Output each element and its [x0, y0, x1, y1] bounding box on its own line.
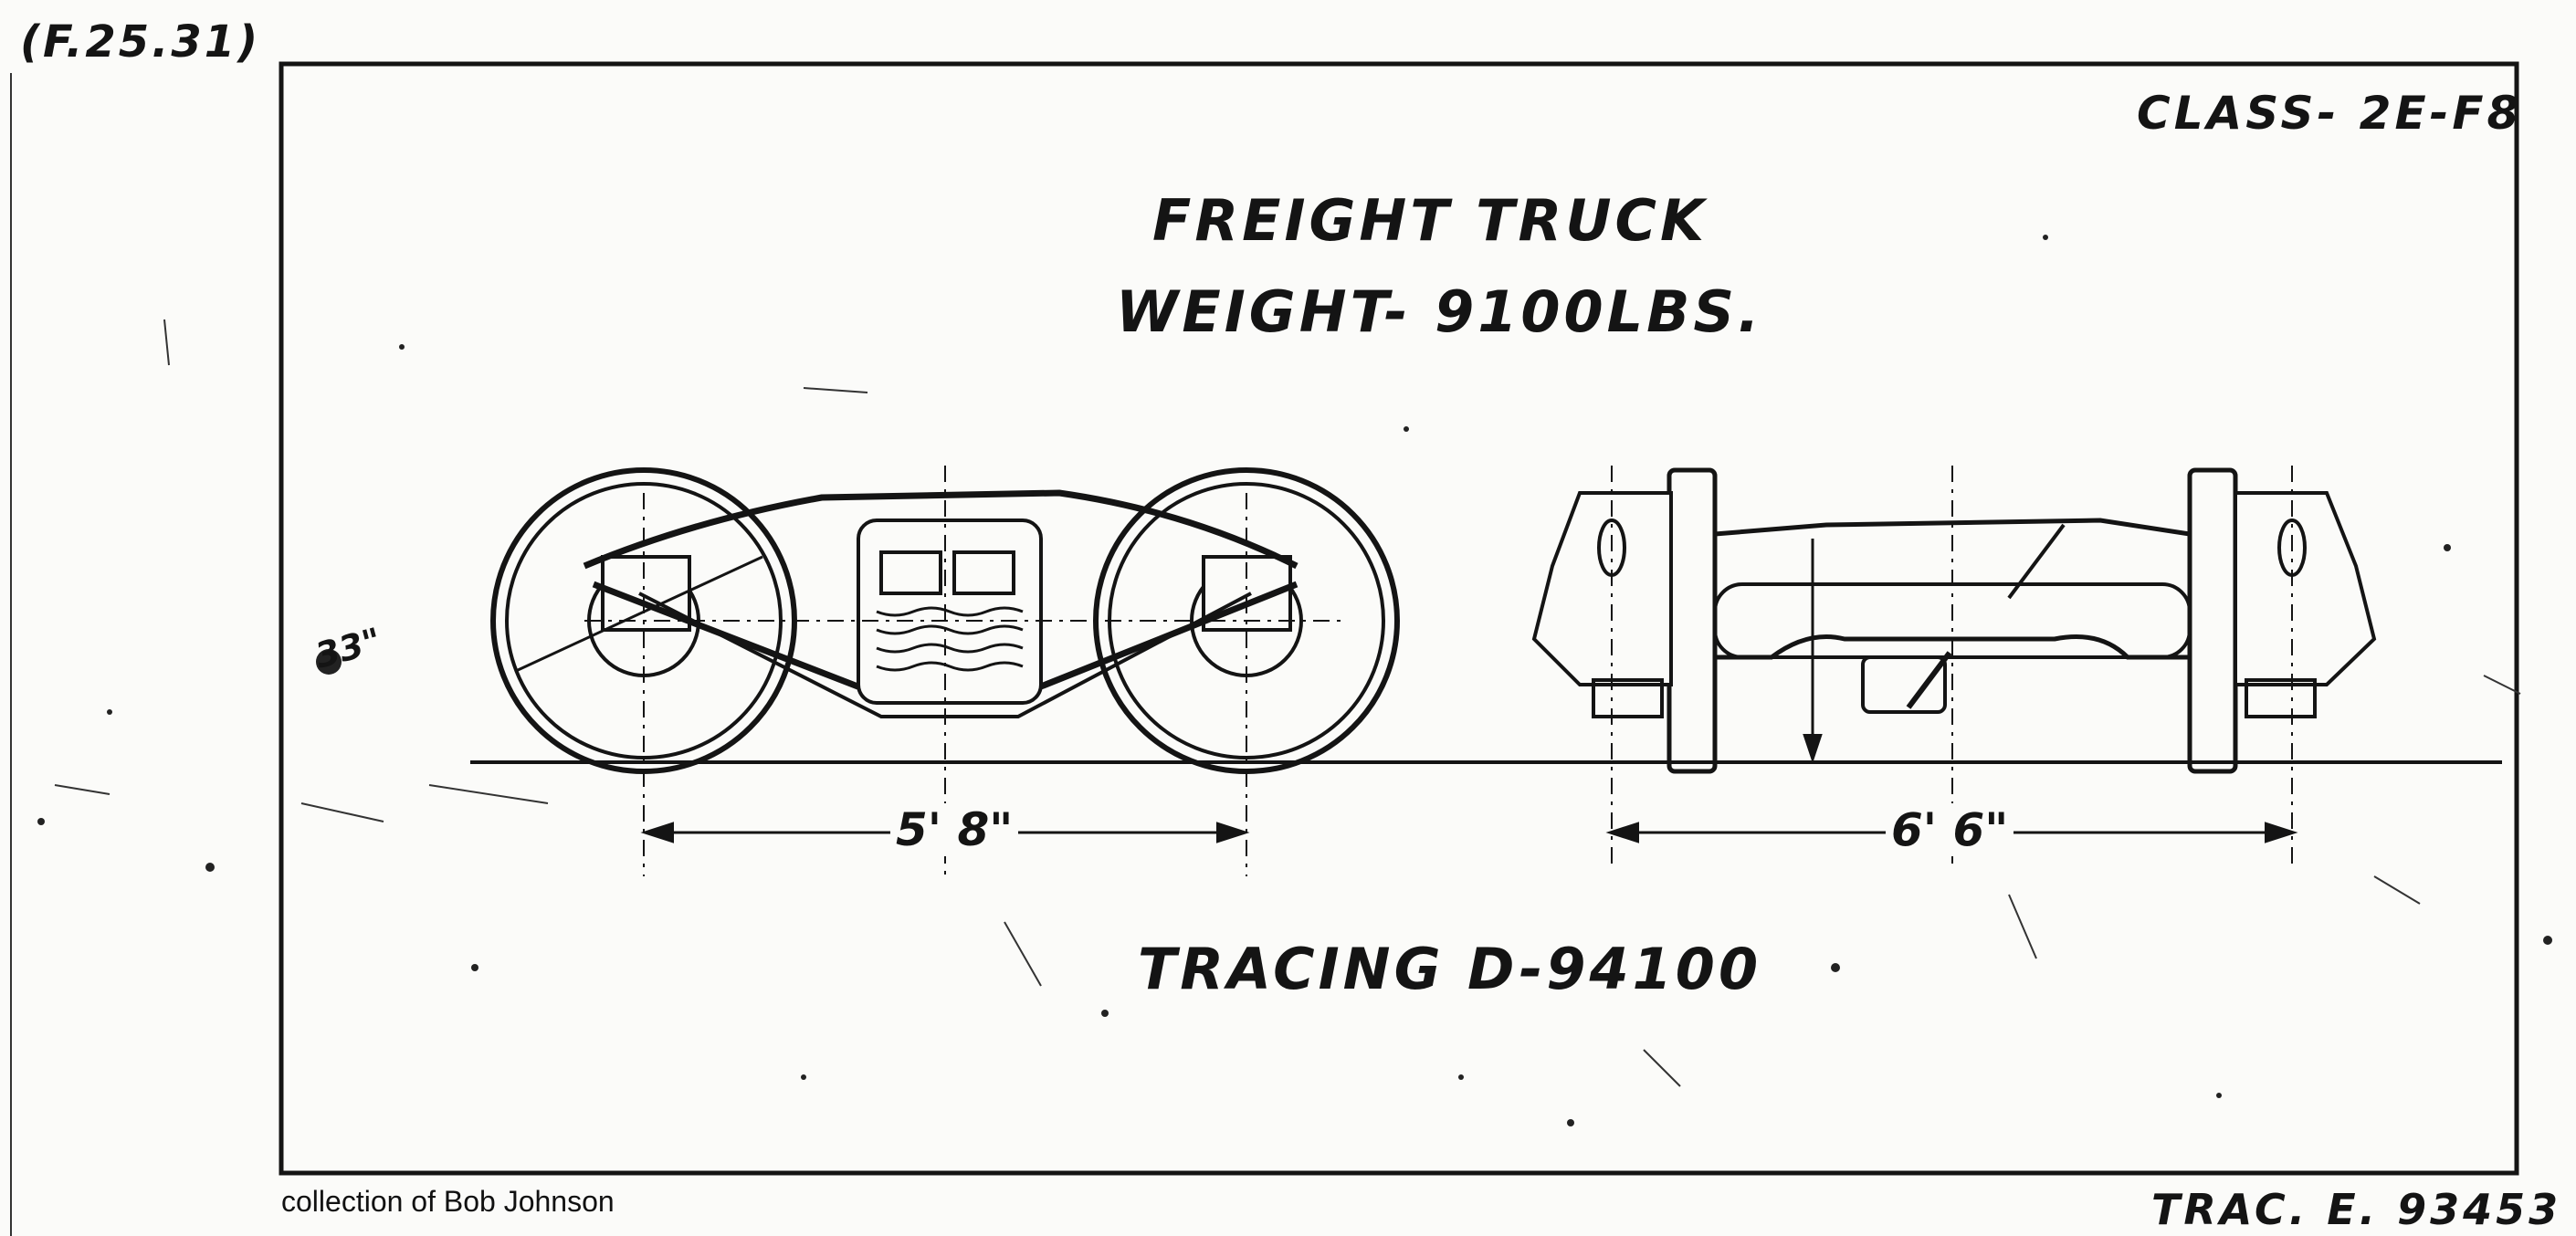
bolster-window-left [879, 550, 942, 595]
brake-bracket [1861, 655, 1947, 714]
end-left-journal [1531, 491, 1673, 686]
tracing-number: TRAC. E. 93453 [2151, 1185, 2562, 1234]
drawing-border [279, 61, 2519, 1176]
wheelbase-label: 5' 8" [890, 803, 1019, 856]
bolster-brace [2007, 523, 2066, 600]
bolster-window-right [952, 550, 1015, 595]
paper-scratches [54, 319, 2521, 1087]
corner-note: (F.25.31) [20, 16, 261, 68]
drawing-title: FREIGHT TRUCK [1152, 187, 1709, 254]
class-label: CLASS- 2E-F8 [2137, 87, 2523, 140]
paper-noise [37, 235, 2552, 1126]
gauge-arrow-left [1605, 822, 1639, 843]
collection-credit: collection of Bob Johnson [281, 1185, 615, 1218]
wheel-diameter-leader [515, 555, 763, 673]
gauge-arrow-right [2265, 822, 2298, 843]
wheelbase-arrow-right [1216, 822, 1250, 843]
end-view [1531, 466, 2377, 867]
gauge-label: 6' 6" [1886, 803, 2014, 856]
end-left-wheel [1667, 467, 1718, 774]
brake-lever [1906, 651, 1952, 709]
end-right-wheel [2187, 467, 2238, 774]
end-right-pedestal [2245, 678, 2317, 718]
side-frame-top [583, 489, 1299, 570]
spring-nest [876, 606, 1024, 672]
left-wheel-inner [505, 482, 783, 759]
tracing-label: TRACING D-94100 [1138, 936, 1762, 1002]
end-left-pedestal [1592, 678, 1664, 718]
height-arrow-bottom [1803, 734, 1823, 764]
weight-label: WEIGHT- 9100LBS. [1116, 278, 1763, 345]
side-frame-bottom-inner [638, 592, 1252, 718]
side-view [490, 466, 1400, 876]
wheelbase-arrow-left [640, 822, 674, 843]
end-right-journal [2234, 491, 2377, 686]
